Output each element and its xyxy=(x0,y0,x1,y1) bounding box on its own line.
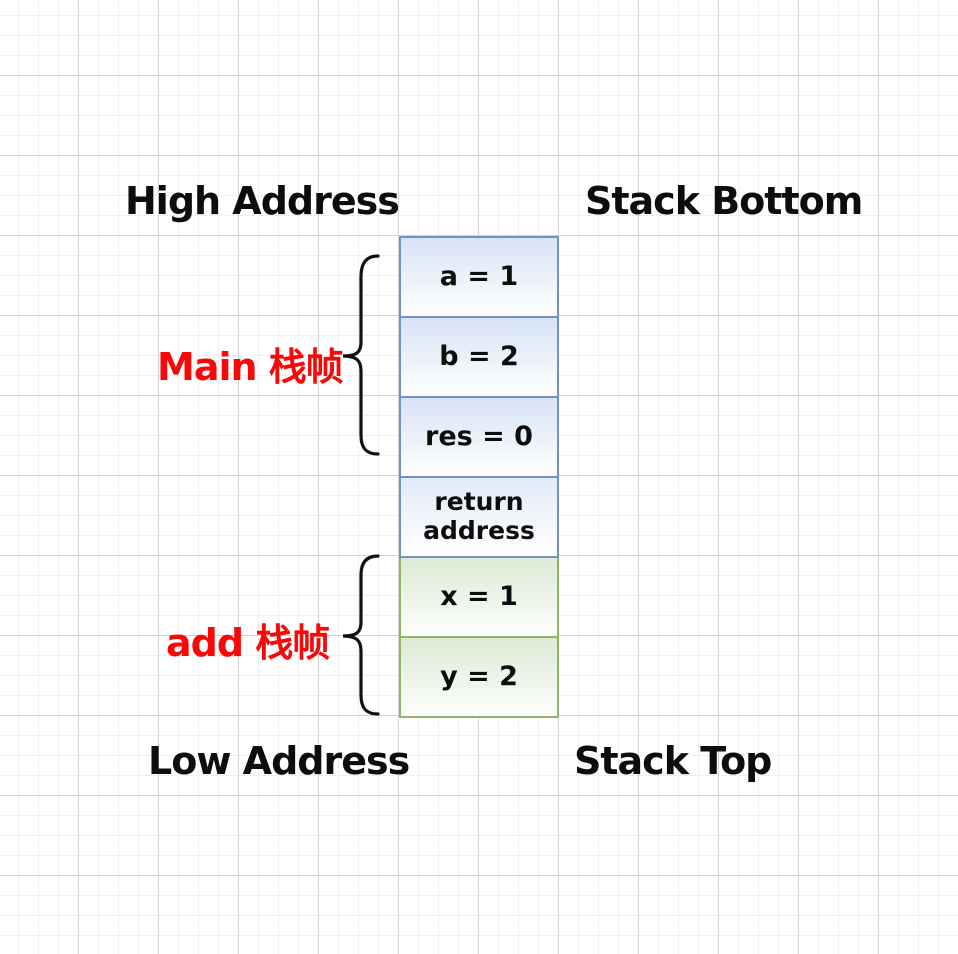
stack-cell-res-text: res = 0 xyxy=(425,421,533,453)
label-high-address: High Address xyxy=(125,179,400,223)
stack-cell-y-text: y = 2 xyxy=(440,661,518,693)
stack-cell-return-address-text: return address xyxy=(423,487,535,545)
add-frame-brace xyxy=(342,554,380,716)
main-frame-brace xyxy=(342,254,380,456)
stack-cell-y: y = 2 xyxy=(399,636,559,718)
stack-cell-x: x = 1 xyxy=(399,556,559,638)
label-add-frame: add 栈帧 xyxy=(166,621,330,665)
stack-column: a = 1 b = 2 res = 0 return address x = 1… xyxy=(399,236,559,718)
stack-cell-a-text: a = 1 xyxy=(439,261,519,293)
stack-cell-b-text: b = 2 xyxy=(439,341,519,373)
label-stack-top: Stack Top xyxy=(574,739,772,783)
label-main-frame: Main 栈帧 xyxy=(157,345,344,389)
stack-cell-x-text: x = 1 xyxy=(440,581,518,613)
label-stack-bottom: Stack Bottom xyxy=(585,179,863,223)
stack-cell-return-address: return address xyxy=(399,476,559,558)
stack-cell-res: res = 0 xyxy=(399,396,559,478)
stack-cell-a: a = 1 xyxy=(399,236,559,318)
label-low-address: Low Address xyxy=(148,739,410,783)
stack-cell-b: b = 2 xyxy=(399,316,559,398)
